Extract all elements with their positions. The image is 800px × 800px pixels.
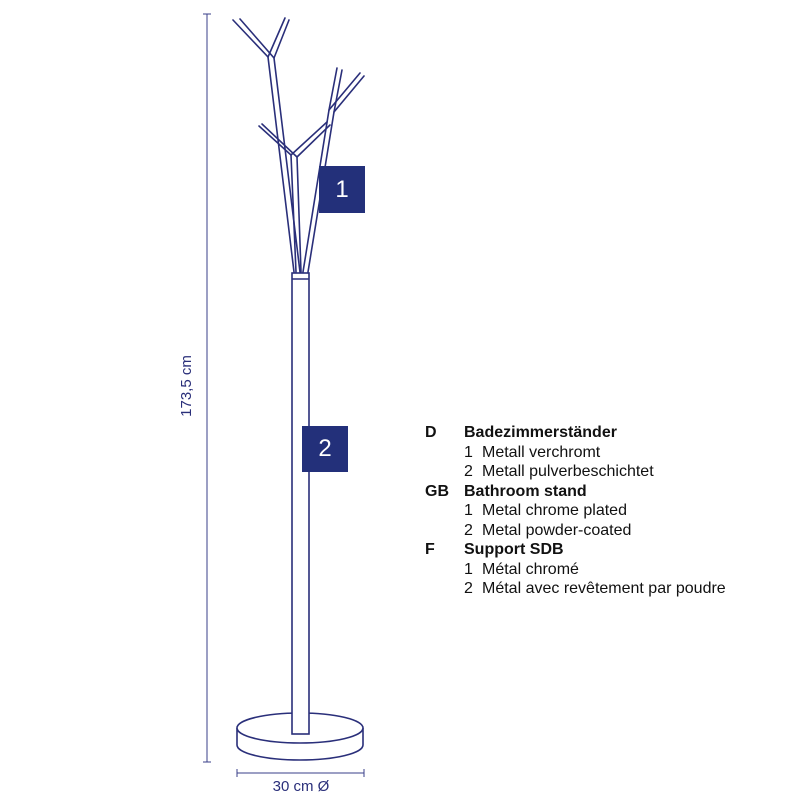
legend-item-number: 2	[464, 580, 473, 597]
legend-item-text: Métal avec revêtement par poudre	[482, 580, 726, 597]
language-code: GB	[425, 482, 449, 500]
diameter-label: 30 cm Ø	[273, 778, 330, 795]
language-code: D	[425, 424, 437, 441]
legend-title: Bathroom stand	[464, 482, 587, 500]
legend-item-text: Metall verchromt	[482, 443, 601, 461]
legend-item: 2 Metal powder-coated	[425, 521, 795, 541]
legend-heading: GB Bathroom stand	[425, 482, 795, 502]
legend-item: 2 Métal avec revêtement par poudre	[425, 579, 795, 599]
legend-heading: F Support SDB	[425, 540, 795, 560]
height-label: 173,5 cm	[178, 355, 195, 417]
legend-item-text: Metal powder-coated	[482, 521, 632, 539]
marker-1-label: 1	[335, 175, 349, 203]
legend-item-number: 2	[464, 463, 473, 480]
language-code: F	[425, 541, 435, 558]
legend-item-number: 1	[464, 443, 473, 461]
height-dimension	[203, 13, 211, 763]
marker-2-label: 2	[318, 435, 332, 462]
marker-2-powder-coated: 2	[302, 426, 348, 472]
legend-group-f: F Support SDB 1 Métal chromé 2 Métal avec …	[425, 540, 795, 599]
diameter-dimension	[236, 769, 365, 777]
legend-group-gb: GB Bathroom stand 1 Metal chrome plated 2…	[425, 482, 795, 541]
legend-heading: D Badezimmerständer	[425, 423, 795, 443]
legend-item-text: Metal chrome plated	[482, 502, 627, 519]
legend-item: 1 Metall verchromt	[425, 443, 795, 463]
stand-branches	[232, 17, 365, 273]
stand-pole	[291, 272, 310, 735]
legend-item-number: 1	[464, 502, 473, 519]
legend-item: 1 Metal chrome plated	[425, 501, 795, 521]
legend-title: Support SDB	[464, 541, 564, 558]
legend-item: 2 Metall pulverbeschichtet	[425, 462, 795, 482]
legend-item: 1 Métal chromé	[425, 560, 795, 580]
legend-title: Badezimmerständer	[464, 424, 617, 441]
legend-item-text: Métal chromé	[482, 560, 579, 578]
legend-item-number: 1	[464, 560, 473, 578]
marker-1-chrome: 1	[319, 166, 365, 213]
legend-item-number: 2	[464, 521, 473, 539]
legend-item-text: Metall pulverbeschichtet	[482, 463, 654, 480]
